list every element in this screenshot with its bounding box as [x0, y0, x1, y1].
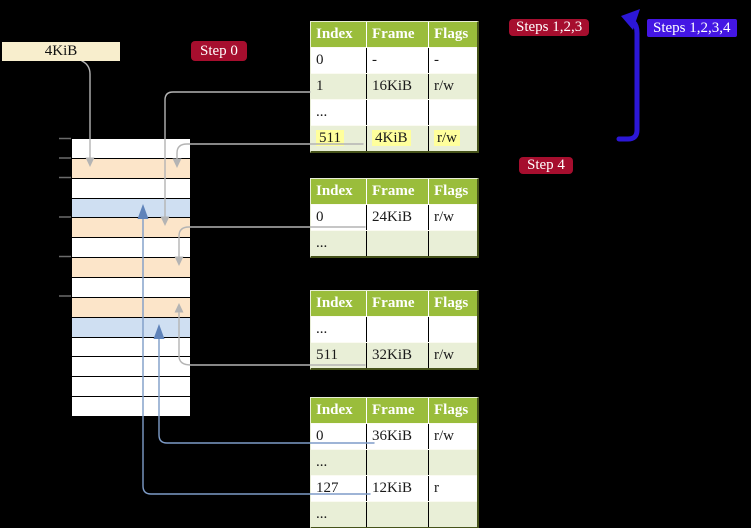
column-header: Frame [367, 398, 429, 423]
column-header: Index [311, 22, 367, 47]
table-cell [367, 100, 429, 125]
column-header: Frame [367, 22, 429, 47]
column-header: Flags [434, 26, 469, 42]
memory-tick-marks [59, 137, 71, 297]
table-cell: r/w [434, 209, 454, 225]
table-cell: r/w [429, 126, 477, 151]
memory-row-orange [72, 258, 190, 279]
steps1234-badge: Steps 1,2,3,4 [647, 19, 737, 37]
table-row: ... [311, 316, 477, 342]
table-row: ... [311, 449, 477, 475]
memory-row-orange [72, 297, 190, 318]
table-cell [367, 502, 429, 527]
memory-row-white [72, 397, 190, 417]
table-row: ... [311, 501, 477, 527]
table-cell: - [367, 48, 429, 73]
memory-row-white [72, 377, 190, 398]
memory-row-white [72, 337, 190, 358]
column-header: Flags [434, 183, 469, 199]
table-cell: ... [311, 100, 367, 125]
memory-row-white [72, 139, 190, 159]
memory-row-blue [72, 317, 190, 338]
table-cell: r/w [434, 347, 454, 363]
memory-row-orange [72, 218, 190, 239]
step4-badge: Step 4 [519, 157, 573, 174]
memory-row-white [72, 357, 190, 378]
column-header: Frame [367, 291, 429, 316]
column-header: Flags [434, 402, 469, 418]
memory-row-white [72, 238, 190, 259]
column-header: Index [311, 291, 367, 316]
step0-badge: Step 0 [191, 41, 247, 61]
table-row: ... [311, 99, 477, 125]
table-cell: ... [311, 231, 367, 256]
table-cell: 0 [311, 48, 367, 73]
table-cell [429, 450, 477, 475]
page-size-label: 4KiB [2, 42, 120, 61]
table-cell: 0 [311, 205, 367, 230]
table-cell [367, 450, 429, 475]
table-cell: r [434, 480, 439, 496]
table-cell [367, 317, 429, 342]
table-cell: 1 [311, 74, 367, 99]
table-cell: 32KiB [367, 343, 429, 368]
table-cell [429, 502, 477, 527]
table-cell: ... [311, 450, 367, 475]
memory-row-blue [72, 198, 190, 219]
table-row: ... [311, 230, 477, 256]
memory-row-white [72, 278, 190, 298]
table-cell: 36KiB [367, 424, 429, 449]
column-header: Index [311, 179, 367, 204]
table-cell: ... [311, 502, 367, 527]
column-header: Frame [367, 179, 429, 204]
table-cell: - [434, 52, 439, 68]
table-cell [429, 231, 477, 256]
table-cell: 16KiB [367, 74, 429, 99]
table-cell [429, 100, 477, 125]
table-cell: 0 [311, 424, 367, 449]
table-cell: 127 [311, 476, 367, 501]
loop-back-arrow-steps123 [616, 9, 640, 142]
physical-memory-column [71, 138, 191, 417]
table-cell: 4KiB [367, 126, 429, 151]
table-cell [429, 317, 477, 342]
table-cell: 24KiB [367, 205, 429, 230]
memory-row-white [72, 178, 190, 199]
table-cell: r/w [434, 78, 454, 94]
column-header: Flags [434, 295, 469, 311]
table-row: 0-- [311, 47, 477, 73]
table-cell: ... [311, 317, 367, 342]
table-cell [367, 231, 429, 256]
column-header: Index [311, 398, 367, 423]
table-cell: 511 [311, 126, 367, 151]
steps123-badge: Steps 1,2,3 [509, 19, 590, 36]
table-cell: 12KiB [367, 476, 429, 501]
memory-row-orange [72, 158, 190, 179]
table-cell: r/w [434, 428, 454, 444]
table-cell: 511 [311, 343, 367, 368]
